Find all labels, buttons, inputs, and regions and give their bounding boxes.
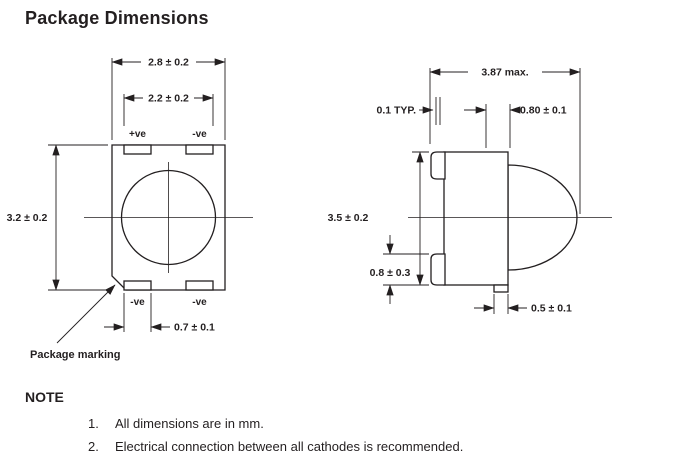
top-view-centerlines bbox=[84, 162, 253, 273]
lead-top bbox=[430, 151, 446, 180]
lead-foot bbox=[493, 284, 509, 293]
pad-top-left bbox=[123, 144, 152, 155]
note-item-number: 1. bbox=[88, 416, 99, 431]
note-item-number: 2. bbox=[88, 439, 99, 454]
dim-foot-width-label: 0.5 ± 0.1 bbox=[531, 303, 572, 315]
pad-bottom-right bbox=[185, 280, 214, 291]
top-view: 2.8 ± 0.2 2.2 ± 0.2 +ve -ve 3.2 ± 0.2 -v… bbox=[7, 57, 253, 361]
package-marking-leader bbox=[56, 284, 116, 344]
pad-bottom-left-label: -ve bbox=[130, 297, 145, 308]
note-item-text: All dimensions are in mm. bbox=[115, 416, 264, 431]
side-view: 3.87 max. 0.1 TYP. 0.80 ± 0.1 3.5 ± 0.2 … bbox=[328, 67, 612, 315]
side-view-outline bbox=[430, 151, 578, 293]
pad-top-left-label: +ve bbox=[129, 129, 146, 140]
dim-pad-width-label: 0.7 ± 0.1 bbox=[174, 322, 215, 334]
note-item: 1. All dimensions are in mm. bbox=[88, 412, 463, 435]
lead-bottom bbox=[430, 253, 446, 286]
dim-lead-height-label: 0.8 ± 0.3 bbox=[370, 267, 411, 279]
top-view-dimension-lines bbox=[48, 58, 226, 344]
dim-side-height-label: 3.5 ± 0.2 bbox=[328, 212, 369, 224]
side-view-dimension-lines bbox=[383, 68, 581, 314]
pad-bottom-left bbox=[123, 280, 152, 291]
dim-standoff-label: 0.1 TYP. bbox=[377, 105, 417, 117]
dim-outer-width-label: 2.8 ± 0.2 bbox=[148, 57, 189, 69]
pad-bottom-right-label: -ve bbox=[192, 297, 207, 308]
note-item: 2. Electrical connection between all cat… bbox=[88, 435, 463, 458]
dim-overall-width-label: 3.87 max. bbox=[481, 67, 528, 79]
dim-body-height-label: 3.2 ± 0.2 bbox=[7, 212, 48, 224]
note-list: 1. All dimensions are in mm. 2. Electric… bbox=[88, 412, 463, 458]
package-dimension-drawing: 2.8 ± 0.2 2.2 ± 0.2 +ve -ve 3.2 ± 0.2 -v… bbox=[7, 57, 612, 361]
pad-top-right bbox=[185, 144, 214, 155]
dim-lens-offset-label: 0.80 ± 0.1 bbox=[520, 105, 567, 117]
note-heading: NOTE bbox=[25, 389, 64, 405]
package-marking-label: Package marking bbox=[30, 349, 121, 361]
note-item-text: Electrical connection between all cathod… bbox=[115, 439, 464, 454]
dim-pad-span-label: 2.2 ± 0.2 bbox=[148, 93, 189, 105]
page-title: Package Dimensions bbox=[25, 8, 209, 28]
package-body-side-view bbox=[443, 151, 509, 286]
pad-top-right-label: -ve bbox=[192, 129, 207, 140]
